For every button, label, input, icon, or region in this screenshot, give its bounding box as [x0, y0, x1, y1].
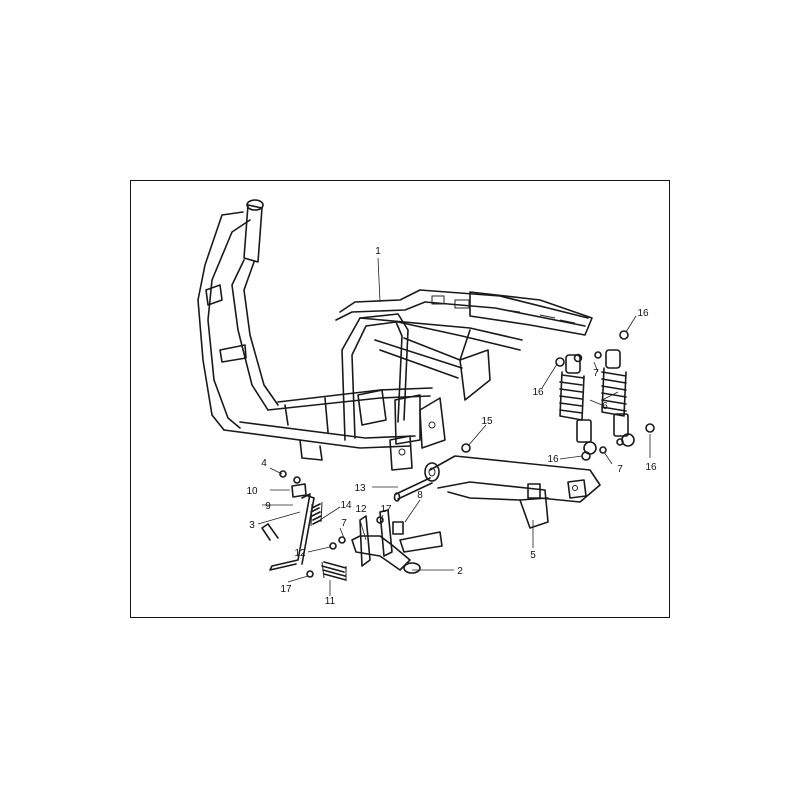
leader-lines: [257, 257, 651, 596]
callout-1: 1: [375, 246, 381, 257]
callout-7b: 7: [617, 464, 623, 475]
callout-10: 10: [246, 486, 258, 497]
callout-16a: 16: [532, 387, 544, 398]
callout-16d: 16: [645, 462, 657, 473]
callout-8: 8: [417, 490, 423, 501]
center-stand: [306, 509, 443, 578]
callout-12a: 12: [294, 548, 306, 559]
callout-11: 11: [325, 596, 336, 607]
callout-3: 3: [249, 520, 255, 531]
callout-2: 2: [457, 566, 463, 577]
callout-6: 6: [602, 401, 608, 412]
shock-hardware: [461, 330, 655, 461]
callout-12b: 12: [355, 504, 367, 515]
callout-13: 13: [354, 483, 366, 494]
callout-17b: 17: [280, 584, 292, 595]
callout-17a: 17: [380, 504, 392, 515]
stand-spring-14: [310, 501, 323, 527]
shock-absorber-left: [559, 354, 597, 455]
callout-7a: 7: [593, 368, 599, 379]
callout-16b: 16: [637, 308, 649, 319]
callout-7c: 7: [341, 518, 347, 529]
main-frame: [197, 199, 593, 471]
callout-9: 9: [265, 501, 271, 512]
callout-5: 5: [530, 550, 536, 561]
callout-15: 15: [481, 416, 493, 427]
pivot-bolt: [393, 477, 433, 502]
swing-arm: [424, 455, 601, 529]
stand-spring-11: [321, 561, 347, 581]
callout-14: 14: [340, 500, 352, 511]
callout-4: 4: [261, 458, 267, 469]
side-stand: [261, 470, 315, 571]
callout-16c: 16: [547, 454, 559, 465]
callout-labels: 1 2 3 4 5 6 7 7 7 8 9 10 11 12 12 13 14 …: [246, 246, 657, 607]
